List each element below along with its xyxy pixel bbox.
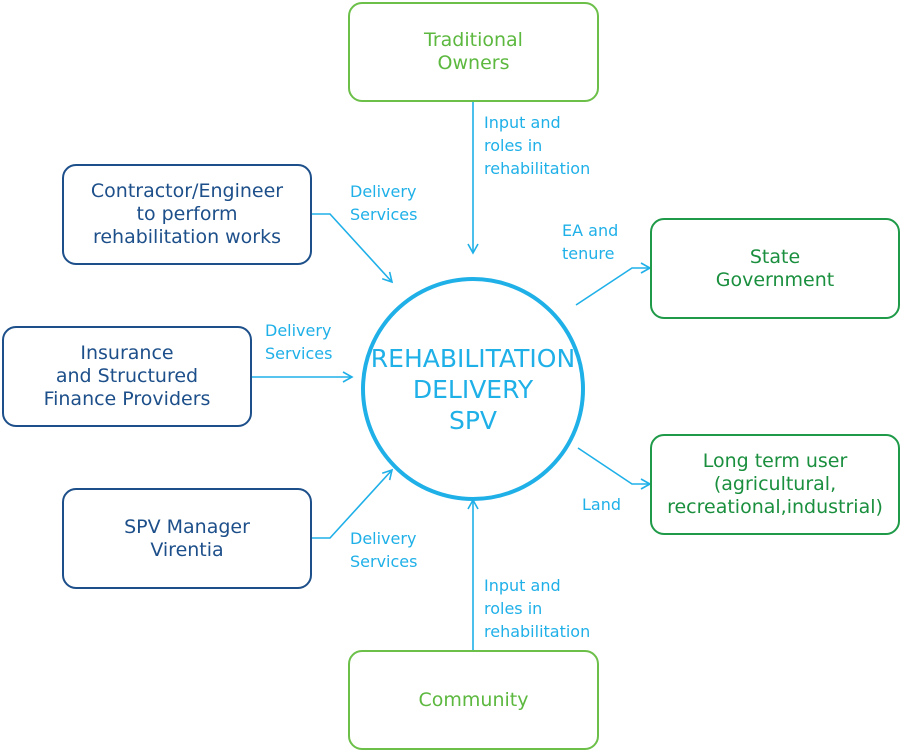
label-state-government-edge: EA and tenure <box>562 221 619 263</box>
label-insurance-edge: Delivery Services <box>265 321 333 363</box>
arrow-state-government <box>575 262 652 306</box>
label-long-term-user-edge: Land <box>582 495 622 514</box>
label-traditional-owners-edge: Input and roles in rehabilitation <box>484 113 591 178</box>
node-contractor: Contractor/Engineer to perform rehabilit… <box>62 164 312 265</box>
node-long-term-user: Long term user (agricultural, recreation… <box>650 434 900 535</box>
arrow-long-term-user <box>577 447 652 490</box>
label-community-edge: Input and roles in rehabilitation <box>484 576 591 641</box>
label-spv-manager-edge: Delivery Services <box>350 529 418 571</box>
node-community: Community <box>348 650 599 750</box>
rehabilitation-delivery-spv: REHABILITATION DELIVERY SPV <box>370 343 576 435</box>
node-traditional-owners: Traditional Owners <box>348 2 599 102</box>
arrow-contractor <box>311 213 394 284</box>
node-insurance: Insurance and Structured Finance Provide… <box>2 326 252 427</box>
node-spv-manager: SPV Manager Virentia <box>62 488 312 589</box>
arrow-spv-manager <box>311 468 394 539</box>
label-contractor-edge: Delivery Services <box>350 182 418 224</box>
node-state-government: State Government <box>650 218 900 319</box>
